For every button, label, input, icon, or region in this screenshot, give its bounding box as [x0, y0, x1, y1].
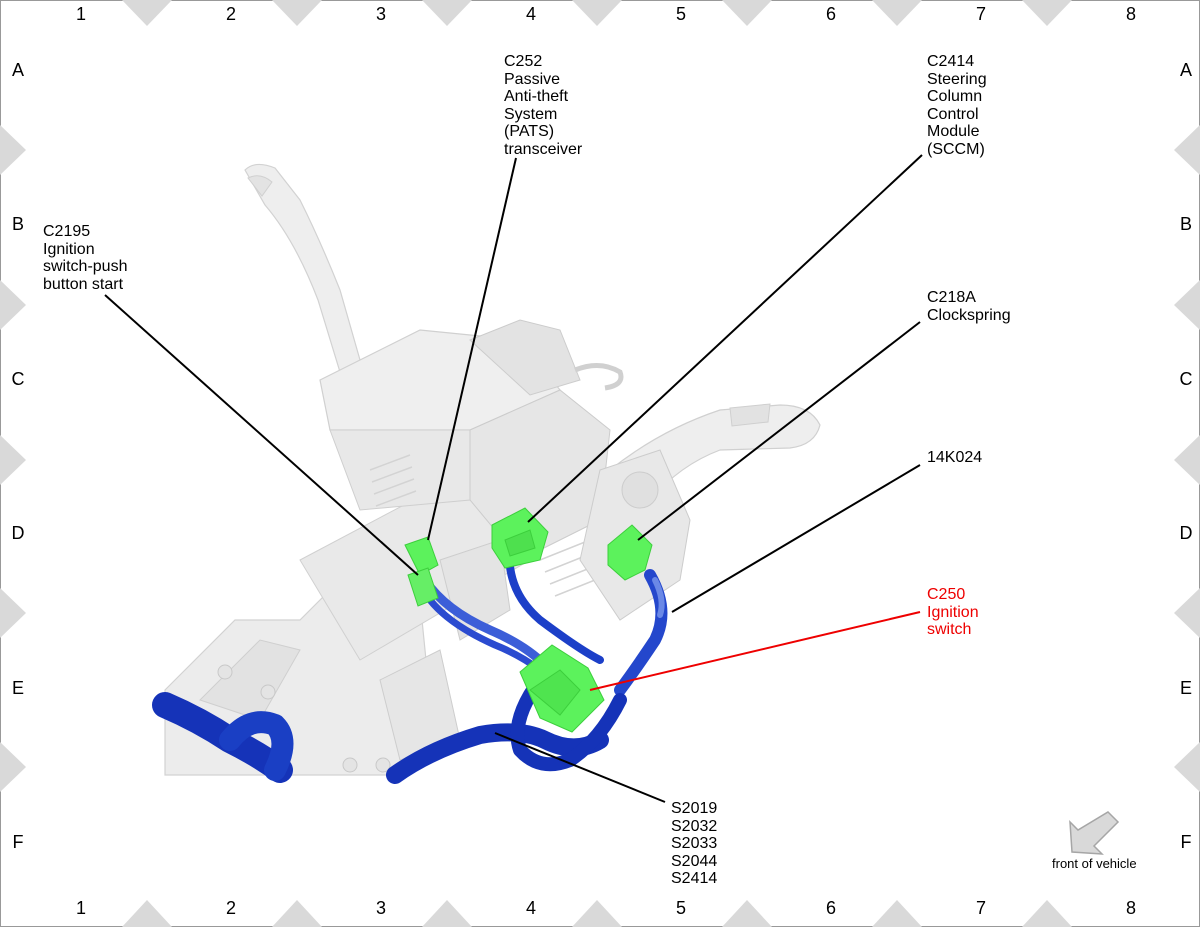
grid-column-label-top: 2 [225, 4, 236, 24]
callout-c252: C252 Passive Anti-theft System (PATS) tr… [504, 53, 582, 158]
grid-row-label-left: F [12, 832, 24, 852]
callout-line: C250 [927, 586, 966, 603]
grid-column-label-bottom: 6 [825, 898, 836, 918]
callout-line: switch [927, 621, 972, 638]
grid-row-label-right: F [1180, 832, 1192, 852]
callout-14k024: 14K024 [927, 449, 982, 467]
grid-column-label-bottom: 1 [75, 898, 86, 918]
callout-line: Module [927, 123, 980, 140]
callout-line: System [504, 105, 558, 123]
grid-column-label-bottom: 8 [1125, 898, 1136, 918]
grid-row-label-left: C [11, 369, 25, 389]
callout-line: S2033 [671, 835, 718, 852]
bottom-edge-markers [122, 900, 1072, 927]
left-edge-markers [0, 125, 26, 792]
leader-lines [104, 154, 923, 803]
callout-line: S2044 [671, 852, 718, 870]
callout-line: C252 [504, 53, 543, 70]
callout-splices: S2019 S2032 S2033 S2044 S2414 [671, 800, 717, 888]
callout-line: Passive [504, 70, 561, 88]
steering-column-illustration [164, 163, 821, 776]
callout-line: C2195 [43, 223, 91, 240]
top-edge-markers [122, 0, 1072, 26]
callout-line: Anti-theft [504, 88, 569, 105]
callout-line: C218A [927, 289, 976, 306]
leader-splices [494, 732, 666, 803]
grid-column-label-bottom: 3 [375, 898, 386, 918]
grid-column-label-top: 6 [825, 4, 836, 24]
callout-c2414: C2414 Steering Column Control Module (SC… [927, 53, 987, 158]
connector-c250 [519, 644, 605, 733]
grid-column-label-top: 1 [75, 4, 86, 24]
callout-line: (SCCM) [927, 140, 985, 158]
callout-line: (PATS) [504, 123, 555, 140]
callout-line: Clockspring [927, 306, 1011, 324]
grid-column-label-bottom: 5 [675, 898, 686, 918]
connector-c2195 [404, 536, 439, 607]
grid-column-label-bottom: 2 [225, 898, 236, 918]
callout-c218a: C218A Clockspring [927, 289, 1011, 324]
grid-row-label-right: C [1179, 369, 1193, 389]
grid-row-label-right: E [1179, 678, 1192, 698]
wiring-harness [152, 541, 668, 784]
grid-row-label-left: D [11, 523, 25, 543]
grid-column-label-top: 3 [375, 4, 386, 24]
grid-column-label-top: 4 [525, 4, 536, 24]
leader-c252 [427, 157, 517, 541]
callout-line: Control [927, 105, 979, 123]
callout-line: S2019 [671, 800, 718, 817]
callout-line: Column [927, 88, 983, 105]
leader-c2414 [527, 154, 923, 523]
grid-column-label-top: 7 [975, 4, 986, 24]
callout-line: S2414 [671, 870, 718, 887]
grid-row-label-right: A [1179, 60, 1192, 80]
front-of-vehicle-label: front of vehicle [1052, 856, 1137, 871]
arrow-icon [1069, 811, 1120, 855]
callout-line: button start [43, 275, 124, 293]
grid-column-label-top: 8 [1125, 4, 1136, 24]
leader-c250 [589, 611, 921, 691]
grid-column-label-bottom: 4 [525, 898, 536, 918]
callout-line: transceiver [504, 140, 583, 158]
connector-c252-c2414 [491, 507, 549, 569]
leader-14k024 [671, 464, 921, 613]
grid-row-label-left: A [11, 60, 24, 80]
right-edge-markers [1174, 125, 1200, 792]
grid-row-label-left: E [11, 678, 24, 698]
grid-column-label-top: 5 [675, 4, 686, 24]
callout-line: Steering [927, 70, 987, 88]
callout-c2195: C2195 Ignition switch-push button start [43, 223, 127, 293]
callout-line: C2414 [927, 53, 975, 70]
grid-row-label-right: D [1179, 523, 1193, 543]
grid-row-label-left: B [11, 214, 24, 234]
leader-c2195 [104, 294, 419, 576]
callout-c250: C250 Ignition switch [927, 586, 979, 639]
grid-row-label-right: B [1179, 214, 1192, 234]
callout-line: Ignition [43, 240, 95, 258]
grid-column-label-bottom: 7 [975, 898, 986, 918]
callout-line: S2032 [671, 817, 718, 835]
callout-line: 14K024 [927, 449, 983, 466]
callout-line: Ignition [927, 603, 979, 621]
leader-c218a [637, 321, 921, 541]
callout-line: switch-push [43, 258, 128, 275]
